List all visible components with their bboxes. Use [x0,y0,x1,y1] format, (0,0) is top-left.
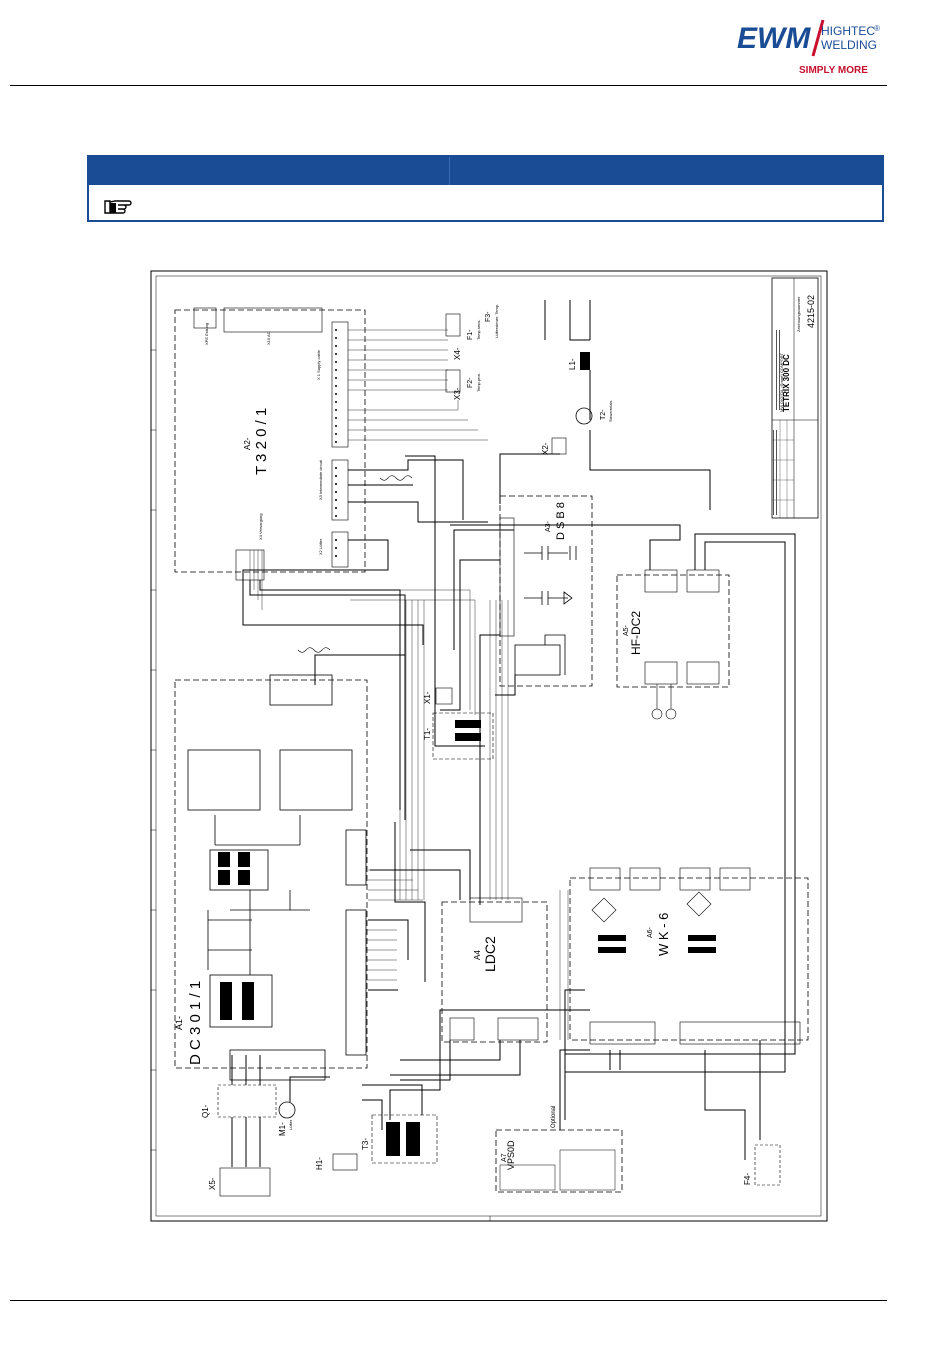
title-machine: TETRIX 300 DC [782,354,791,412]
component-x3: X3- [445,369,462,400]
f2-label: F2- [467,377,474,388]
component-f2: F2- Temp.prot. [467,373,481,392]
module-a4: A4 LDC2 [441,897,548,1043]
module-a3-name: D S B 8 [555,502,567,540]
x5-label: X5- [208,1177,217,1190]
module-a6-name: W K - 6 [656,913,671,956]
logo-slash [811,19,825,57]
title-block: TETRIX 300 DC MW DIGITAL (Smart) COMFORT… [771,277,819,519]
note-header-divider [449,157,450,185]
brand-tagline-2: WELDING [821,38,877,52]
connector-x4-label: X4 Versorgung [258,514,263,540]
x4-label: X4- [453,347,462,360]
module-a3-ref: A3- [545,520,552,532]
grid-ticks [151,349,491,1221]
module-a3: A3- D S B 8 [499,495,593,687]
module-a5: A5- HF-DC2 [616,569,730,720]
brand-registered: ® [874,24,880,33]
ewm-logo: EWM HIGHTEC ® WELDING SIMPLY MORE [737,19,880,76]
x1-label: X1- [423,691,432,704]
note-box [87,155,884,222]
module-a5-name: HF-DC2 [629,611,643,655]
t2-label: T2- [600,409,607,420]
component-f1: F1- Temp.sens. [467,320,481,340]
component-f3: F3- Lüftersteuer. Temp. [485,304,499,338]
t1-label: T1- [423,728,432,740]
module-a1-name: D C 3 0 1 / 1 [187,981,204,1065]
f2-sub: Temp.prot. [476,373,481,392]
brand-wordmark: EWM [737,22,811,55]
module-a5-ref: A5- [623,624,630,636]
component-t3: T3- [361,1114,438,1164]
module-a2-name: T 3 2 0 / 1 [253,408,270,475]
t2-sub: Steuerrelais [608,401,613,422]
module-a6-ref: A6- [647,926,654,938]
connector-x2-label: X2 Lüfter [318,538,323,555]
module-a7: A7 VPS0D Optional [495,1106,623,1193]
wiring-lines [231,300,796,1167]
diagram-frame [150,270,828,1222]
wiring-thin-lines [249,329,569,1040]
m1-label: M1- [278,1122,287,1136]
optional-label: Optional [551,1106,557,1128]
wire-twists [297,475,413,653]
t3-label: T3- [361,1138,370,1150]
diagram-inner-frame [155,275,822,1217]
module-a4-ref: A4 [473,950,482,960]
connector-xpe-label: XPE Erdung [204,323,209,345]
connector-x1-label: X 1 Supply cable [316,349,321,380]
title-doc-label: Zeichnungsnummer [796,296,801,332]
component-x4: X4- [445,313,462,360]
component-t1: T1- [423,712,494,760]
module-a7-name: VPS0D [506,1140,516,1170]
title-number: 4215-02 [806,295,816,328]
connector-x3-label: X3 Intermediate circuit [318,459,323,500]
component-x2: X2- [541,437,567,455]
brand-tagline-1: HIGHTEC [821,24,875,38]
footer-rule [10,1300,887,1301]
f3-label: F3- [485,311,492,322]
f1-label: F1- [467,329,474,340]
component-f4: F4- [743,1144,781,1186]
component-t2: T2- Steuerrelais [575,401,613,425]
f1-sub: Temp.sens. [476,320,481,340]
component-h1: H1- [315,1153,358,1171]
header-rule [10,85,887,86]
h1-label: H1- [315,1157,324,1170]
module-a7-ref: A7 [501,1153,508,1162]
x3-label: X3- [453,387,462,400]
note-header-bar [89,157,882,185]
module-a6: A6- W K - 6 [569,867,809,1045]
module-a2: A2- T 3 2 0 / 1 X 1 Supply cable X3 Inte… [174,307,366,581]
module-a1-ref: A1- [174,1016,184,1030]
component-x5: X5- [208,1167,271,1197]
pointing-hand-icon [104,200,132,214]
brand-slogan: SIMPLY MORE [799,65,868,76]
component-l1: L1- [568,352,590,370]
component-x1: X1- [423,687,453,705]
x2-label: X2- [541,442,550,455]
wiring-diagram: TETRIX 300 DC MW DIGITAL (Smart) COMFORT… [150,270,828,1222]
f4-label: F4- [743,1173,752,1185]
connector-xac-label: X10 AC [266,331,271,345]
q1-label: Q1- [201,1104,210,1118]
title-subtitle: MW DIGITAL (Smart) COMFORT [779,352,784,412]
module-a1: A1- D C 3 0 1 / 1 [174,674,368,1081]
m1-sub: Lüfter [288,1119,293,1130]
module-a4-name: LDC2 [482,936,498,972]
module-a2-ref: A2- [243,437,252,450]
f3-sub: Lüftersteuer. Temp. [494,304,499,338]
component-m1: M1- Lüfter [278,1101,296,1136]
component-q1: Q1- [201,1084,277,1118]
l1-label: L1- [568,358,577,370]
